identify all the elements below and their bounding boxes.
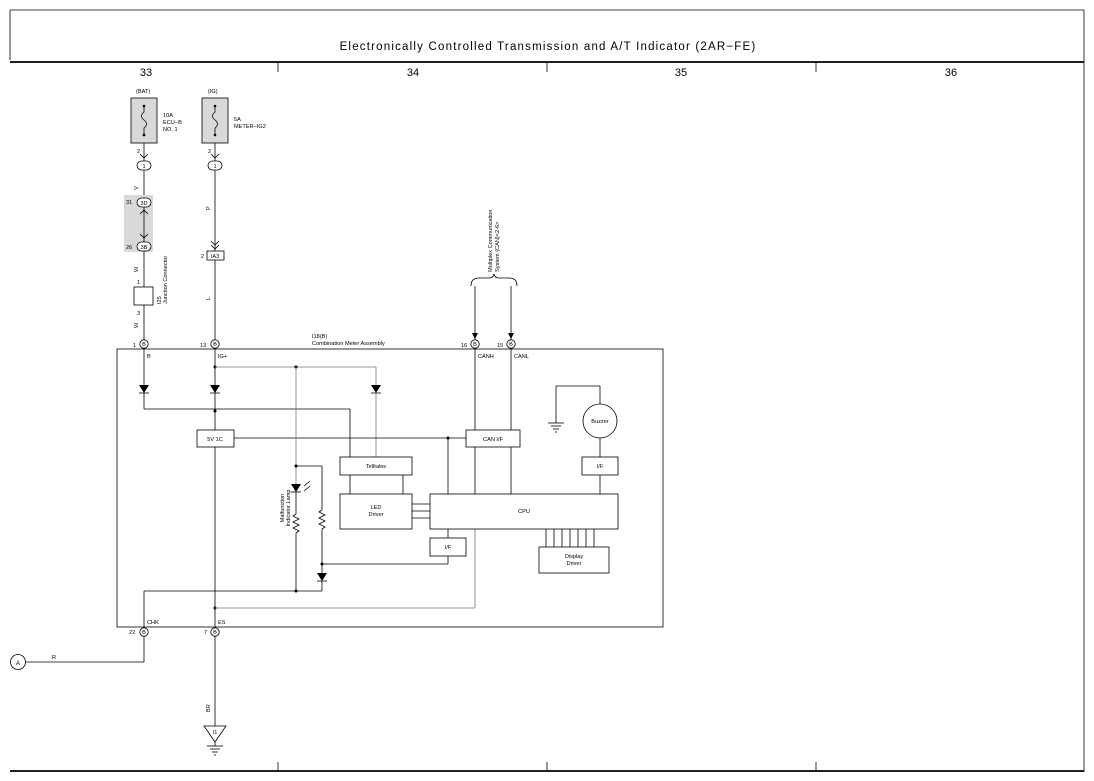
- block-label: Buzzer: [591, 419, 609, 425]
- connector-label: 3D: [140, 201, 147, 207]
- led-driver: [339, 493, 413, 530]
- connector-id: I18(B): [312, 334, 327, 340]
- fuse-name: ECU−B: [163, 120, 182, 126]
- pin-number: 13: [200, 343, 206, 349]
- system-reference: Multiplex Communication: [488, 210, 494, 273]
- connector-label: B: [473, 342, 477, 348]
- connector-label: B: [213, 342, 217, 348]
- column-number: 35: [675, 67, 687, 79]
- connector-label: B: [142, 630, 146, 636]
- connector-label: B: [213, 630, 217, 636]
- pin-number: 2: [208, 149, 211, 155]
- pin-label: B: [147, 354, 151, 360]
- pin-number: 26: [126, 245, 132, 251]
- connector-label: 1: [142, 164, 145, 170]
- fuse-source-label: (IG): [208, 89, 218, 95]
- combination-meter-assembly: I18(B) Combination Meter Assembly 1 B B …: [116, 334, 664, 637]
- wire-color: W: [134, 266, 140, 272]
- block-label: I/F: [445, 545, 452, 551]
- wire-b-circuit: 1 V 31 3D 26 3B W 1 3 I25 Junction Conne…: [124, 143, 169, 340]
- connector-name: Junction Connector: [163, 256, 169, 304]
- block-label: Display: [565, 554, 584, 560]
- ground-label: I1: [213, 730, 218, 736]
- connector-id: I25: [157, 296, 163, 304]
- fuse-meter-ig2: (IG) 5A METER−IG2 2: [201, 89, 266, 155]
- block-label: I/F: [597, 464, 604, 470]
- fuse-ecu-b: (BAT) 10A ECU−B NO. 1 2: [130, 89, 182, 155]
- diagram-title: Electronically Controlled Transmission a…: [340, 41, 757, 53]
- meter-outline: [116, 348, 664, 628]
- pin-number: 1: [137, 280, 140, 286]
- block-label: LED: [371, 505, 382, 511]
- component-name: Indicator Lamp: [286, 489, 292, 526]
- wire-es-ground: BR I1: [203, 636, 227, 756]
- system-reference: System (CAN)<2-6>: [495, 222, 501, 272]
- pin-number: 2: [201, 254, 204, 260]
- pin-label: IG+: [218, 354, 227, 360]
- wire-color: BR: [206, 704, 212, 712]
- pin-number: 3: [137, 311, 140, 317]
- display-driver: [538, 546, 610, 574]
- fuse-rating: 5A: [234, 117, 241, 123]
- wire-color: V: [134, 186, 140, 190]
- component-name: Combination Meter Assembly: [312, 341, 385, 347]
- terminal-label: A: [16, 660, 21, 667]
- pin-label: CHK: [147, 620, 159, 626]
- column-number: 36: [945, 67, 957, 79]
- pin-label: CANH: [478, 354, 494, 360]
- connector-label: B: [142, 342, 146, 348]
- block-label: CAN I/F: [483, 437, 503, 443]
- fuse-name: NO. 1: [163, 127, 178, 133]
- component-name: Malfunction: [280, 494, 286, 523]
- fuse-name: METER−IG2: [234, 124, 266, 130]
- pin-label: CANL: [514, 354, 529, 360]
- column-number: 34: [407, 67, 419, 79]
- terminal-a: [10, 654, 26, 670]
- can-interface: [465, 429, 521, 448]
- wire-color: R: [52, 655, 56, 661]
- connector-label: 1: [213, 164, 216, 170]
- pin-number: 2: [137, 149, 140, 155]
- wire-color: P: [206, 206, 212, 210]
- pin-number: 16: [461, 343, 467, 349]
- pin-number: 1: [133, 343, 136, 349]
- regulator-5v: [196, 429, 235, 448]
- wire-chk-to-a: R A: [10, 636, 145, 670]
- can-bus-wires: Multiplex Communication System (CAN)<2-6…: [470, 210, 518, 340]
- ground-point: [203, 725, 227, 743]
- indicator-lamp-icon: [291, 484, 301, 492]
- connector-label: IA3: [211, 254, 219, 260]
- pin-number: 15: [497, 343, 503, 349]
- pin-number: 7: [204, 630, 207, 636]
- fuse-rating: 10A: [163, 113, 173, 119]
- pin-number: 31: [126, 200, 132, 206]
- fuse-source-label: (BAT): [136, 89, 150, 95]
- telltales: [339, 456, 413, 476]
- block-label: Telltales: [366, 464, 386, 470]
- connector-label: 3B: [141, 245, 148, 251]
- pin-number: 22: [129, 630, 135, 636]
- wire-ig-circuit: 1 P 2 IA3 L: [201, 143, 225, 340]
- page-frame: [9, 9, 1085, 772]
- wire-color: L: [206, 297, 212, 300]
- connector-label: B: [509, 342, 513, 348]
- cpu: [429, 493, 619, 530]
- pin-label: ES: [218, 620, 226, 626]
- wire-color: W: [134, 322, 140, 328]
- block-label: Driver: [369, 512, 384, 518]
- block-label: 5V 1C: [207, 437, 223, 443]
- block-label: CPU: [518, 509, 530, 515]
- column-number: 33: [140, 67, 152, 79]
- block-label: Driver: [567, 561, 582, 567]
